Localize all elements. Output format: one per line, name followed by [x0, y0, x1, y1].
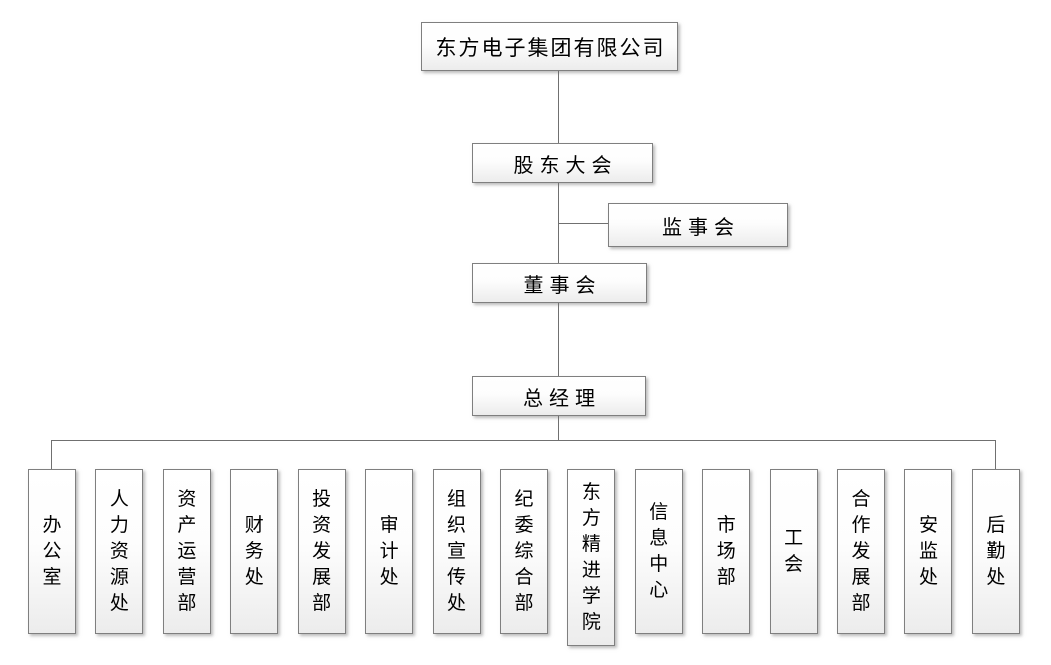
org-node-department: 纪委综合部 — [499, 469, 548, 634]
org-node-company: 东方电子集团有限公司 — [421, 22, 678, 71]
connector-department-bus — [51, 440, 996, 441]
org-node-department: 市场部 — [702, 469, 751, 634]
org-node-department: 合作发展部 — [837, 469, 886, 634]
org-node-department: 投资发展部 — [297, 469, 346, 634]
department-row: 办公室 人力资源处 资产运营部 财务处 投资发展部 审计处 组织宣传处 纪委综合… — [28, 469, 1020, 646]
org-node-general-manager: 总经理 — [472, 376, 646, 416]
org-node-department: 办公室 — [28, 469, 76, 634]
org-node-department: 资产运营部 — [162, 469, 211, 634]
org-node-department: 信息中心 — [634, 469, 683, 634]
org-node-department: 审计处 — [365, 469, 414, 634]
org-node-department: 人力资源处 — [95, 469, 144, 634]
department-label: 东方精进学院 — [581, 481, 601, 633]
org-node-board-of-directors: 董事会 — [472, 263, 647, 303]
org-node-supervisory-board: 监事会 — [608, 203, 788, 247]
connector-board-to-gm — [558, 303, 559, 376]
department-label: 纪委综合部 — [514, 488, 534, 614]
department-label: 审计处 — [379, 514, 399, 588]
org-node-shareholders-meeting: 股东大会 — [472, 143, 653, 183]
department-label: 人力资源处 — [109, 488, 129, 614]
org-node-department: 工会 — [769, 469, 818, 634]
department-label: 财务处 — [244, 514, 264, 588]
org-node-department: 后勤处 — [971, 469, 1020, 634]
org-node-department: 东方精进学院 — [567, 469, 616, 646]
department-label: 安监处 — [918, 514, 938, 588]
org-node-department: 组织宣传处 — [432, 469, 481, 634]
department-label: 信息中心 — [649, 501, 669, 601]
department-label: 投资发展部 — [312, 488, 332, 614]
connector-gm-to-bus — [558, 416, 559, 440]
org-node-department: 财务处 — [230, 469, 279, 634]
department-label: 办公室 — [42, 514, 62, 588]
department-label: 后勤处 — [986, 514, 1006, 588]
connector-drop-left — [51, 440, 52, 469]
connector-branch-to-supervisory — [558, 223, 608, 224]
department-label: 资产运营部 — [177, 488, 197, 614]
connector-company-to-shareholders — [558, 71, 559, 143]
department-label: 工会 — [784, 527, 804, 575]
org-node-department: 安监处 — [904, 469, 953, 634]
department-label: 合作发展部 — [851, 488, 871, 614]
department-label: 组织宣传处 — [447, 488, 467, 614]
department-label: 市场部 — [716, 514, 736, 588]
connector-drop-right — [995, 440, 996, 469]
